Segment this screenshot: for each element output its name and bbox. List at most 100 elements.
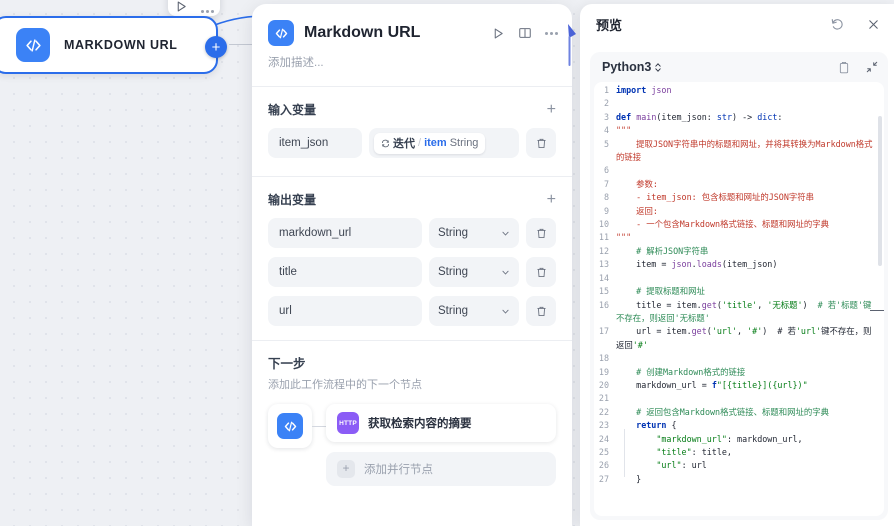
code-line-text: "markdown_url": markdown_url, (656, 433, 803, 444)
add-output-variable-button[interactable]: + (546, 190, 556, 208)
variable-name-label: item (424, 137, 447, 149)
line-number: 13 (598, 259, 609, 270)
panel-description-input[interactable]: 添加描述... (268, 57, 324, 69)
code-line: 12 # 解析JSON字符串 (594, 245, 884, 258)
add-input-variable-button[interactable]: + (546, 100, 556, 118)
variable-scope-label: 迭代 (393, 138, 415, 150)
code-line: 25 "title": title, (594, 446, 884, 459)
node-add-next-button[interactable]: + (205, 36, 227, 58)
code-line-text: url = item.get('url', '#') # 若'url'键不存在，… (616, 326, 872, 350)
delete-input-variable-button[interactable] (526, 128, 556, 158)
output-variable-type-select[interactable]: String (429, 296, 519, 326)
code-scrollbar-vertical[interactable] (878, 116, 882, 266)
code-line: 9 返回: (594, 205, 884, 218)
node-mini-toolbar[interactable] (168, 0, 220, 16)
input-variables-title: 输入变量 (268, 103, 317, 117)
next-step-subtitle: 添加此工作流程中的下一个节点 (268, 379, 422, 391)
code-line: 15 # 提取标题和网址 (594, 285, 884, 298)
add-parallel-node-button[interactable]: + 添加并行节点 (326, 452, 556, 486)
loop-icon (382, 139, 389, 147)
collapse-icon[interactable] (866, 61, 878, 73)
indent-guide (624, 429, 625, 477)
code-line-text: """ (616, 232, 632, 243)
input-variable-name[interactable]: item_json (268, 128, 362, 158)
line-number: 25 (598, 446, 609, 457)
play-icon[interactable] (492, 27, 505, 40)
code-line-text: # 解析JSON字符串 (636, 245, 709, 256)
output-variables-title: 输出变量 (268, 193, 317, 207)
code-line-text: 提取JSON字符串中的标题和网址，并将其转换为Markdown格式的链接 (616, 138, 873, 163)
trash-icon (536, 138, 546, 148)
line-number: 2 (603, 98, 609, 109)
node-title: MARKDOWN URL (64, 38, 178, 52)
next-step-title: 下一步 (268, 357, 306, 371)
output-variables-header: 输出变量 + (268, 191, 556, 208)
code-line-text (616, 352, 884, 365)
next-step-node-label: 获取检索内容的摘要 (368, 418, 472, 430)
line-number: 24 (598, 433, 609, 444)
more-horizontal-icon[interactable] (545, 31, 558, 35)
code-line-text: # 提取标题和网址 (636, 286, 705, 297)
undo-icon[interactable] (830, 17, 845, 32)
next-step-source-node (268, 404, 312, 448)
line-number: 8 (603, 192, 609, 203)
preview-title: 预览 (596, 17, 623, 33)
copy-icon[interactable] (838, 61, 850, 74)
close-icon[interactable] (867, 18, 880, 31)
code-line-text: markdown_url = f"[{title}]({url})" (616, 379, 808, 390)
line-number: 11 (598, 232, 609, 243)
next-step-node[interactable]: HTTP 获取检索内容的摘要 (326, 404, 556, 442)
output-variable-type-select[interactable]: String (429, 218, 519, 248)
output-variable-name[interactable]: url (268, 296, 422, 326)
output-variable-type-select[interactable]: String (429, 257, 519, 287)
chevron-down-icon (502, 231, 509, 236)
code-line-text (616, 97, 884, 110)
play-icon[interactable] (175, 0, 188, 13)
chevron-updown-icon (655, 62, 661, 72)
line-number: 4 (603, 125, 609, 136)
code-line: 7 参数: (594, 178, 884, 191)
code-editor-toolbar: Python3 (590, 52, 888, 82)
workflow-node-markdown-url[interactable]: MARKDOWN URL + (0, 16, 227, 74)
plus-icon: + (337, 460, 355, 478)
code-line-text: item = json.loads(item_json) (616, 259, 778, 270)
code-line-text: import json (616, 85, 672, 95)
more-horizontal-icon[interactable] (200, 10, 214, 13)
next-step-connector (312, 426, 326, 427)
variable-type-label: String (449, 137, 479, 149)
code-line: 13 item = json.loads(item_json) (594, 258, 884, 271)
output-variables-section: 输出变量 + markdown_url String (252, 177, 572, 326)
delete-output-variable-button[interactable] (526, 296, 556, 326)
line-number: 14 (598, 272, 609, 283)
code-line-text: } (616, 473, 642, 484)
variable-reference-chip[interactable]: 迭代 / item String (374, 132, 486, 154)
code-brackets-icon (16, 28, 50, 62)
preview-header-actions (830, 17, 880, 32)
line-number: 9 (603, 205, 609, 216)
output-variable-row: markdown_url String (268, 218, 556, 248)
panel-resize-caret[interactable] (568, 22, 576, 74)
input-variables-header: 输入变量 + (268, 101, 556, 118)
language-selector[interactable]: Python3 (602, 60, 830, 74)
next-step-section: 下一步 添加此工作流程中的下一个节点 HTTP (252, 341, 572, 486)
code-line: 8 - item_json: 包含标题和网址的JSON字符串 (594, 191, 884, 204)
code-line-text: def main(item_json: str) -> dict: (616, 111, 783, 122)
line-number: 27 (598, 473, 609, 484)
panel-header-actions (492, 26, 558, 40)
input-variable-value-selector[interactable]: 迭代 / item String (369, 128, 519, 158)
delete-output-variable-button[interactable] (526, 218, 556, 248)
book-icon[interactable] (518, 26, 532, 40)
delete-output-variable-button[interactable] (526, 257, 556, 287)
code-line: 2 (594, 97, 884, 110)
code-line: 19 # 创建Markdown格式的链接 (594, 366, 884, 379)
line-number: 23 (598, 420, 609, 431)
code-line-text (616, 392, 884, 405)
output-variable-name[interactable]: title (268, 257, 422, 287)
code-line-text (616, 272, 884, 285)
line-number: 17 (598, 326, 609, 337)
line-number: 6 (603, 165, 609, 176)
output-variable-name[interactable]: markdown_url (268, 218, 422, 248)
